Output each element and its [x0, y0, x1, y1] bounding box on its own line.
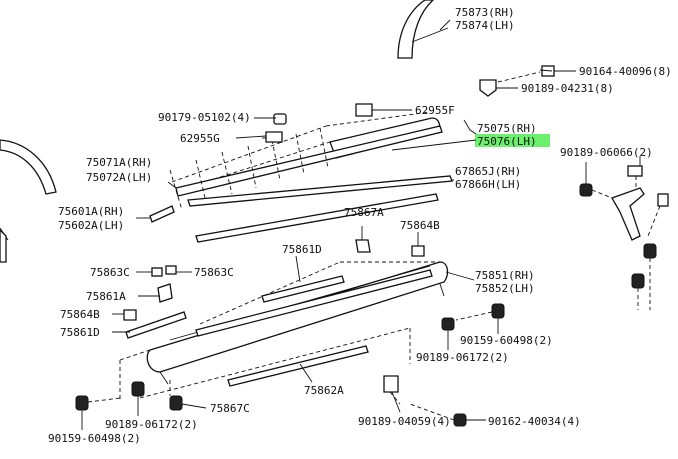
- label-75862A: 75862A: [304, 384, 344, 397]
- label-90189-04231: 90189-04231(8): [521, 82, 614, 95]
- label-90159-right: 90159-60498(2): [460, 334, 553, 347]
- label-90179: 90179-05102(4): [158, 111, 251, 124]
- clip-62955G: [262, 131, 283, 143]
- clip-90162: [409, 403, 467, 427]
- label-75873: 75873(RH): [455, 6, 515, 19]
- label-75861A: 75861A: [86, 290, 126, 303]
- label-62955F: 62955F: [415, 104, 455, 117]
- moulding-75071A: [169, 125, 443, 211]
- label-75864B-left: 75864B: [60, 308, 100, 321]
- label-75864B-top: 75864B: [400, 219, 440, 232]
- strip-67865J: [187, 175, 453, 207]
- label-75863C-left: 75863C: [90, 266, 130, 279]
- label-90159-left: 90159-60498(2): [48, 432, 141, 445]
- label-75861D-left: 75861D: [60, 326, 100, 339]
- label-90189-04059: 90189-04059(4): [358, 415, 451, 428]
- clip-90189-04059: [383, 375, 401, 405]
- bracket-assembly: [579, 156, 669, 310]
- clip-90159-right: [455, 303, 505, 321]
- clip-90189-06172-right: [441, 317, 455, 331]
- label-75602A: 75602A(LH): [58, 219, 124, 232]
- label-75867A: 75867A: [344, 206, 384, 219]
- clip-75867A: [355, 226, 371, 253]
- label-62955G: 62955G: [180, 132, 220, 145]
- highlight-75076: [475, 134, 550, 147]
- clip-75867C: [169, 395, 183, 411]
- label-75874: 75874(LH): [455, 19, 515, 32]
- label-75851: 75851(RH): [475, 269, 535, 282]
- clip-75864B-left: [123, 309, 137, 321]
- label-90162: 90162-40034(4): [488, 415, 581, 428]
- strip-lower: [195, 193, 439, 243]
- left-fender-arc: [0, 139, 57, 263]
- label-75076: 75076(LH): [477, 135, 537, 148]
- clip-75864B-top: [411, 232, 425, 257]
- clip-75863C-right: [165, 265, 177, 275]
- label-67865J: 67865J(RH): [455, 165, 521, 178]
- strip-75861D-top: [261, 275, 345, 303]
- label-75863C-right: 75863C: [194, 266, 234, 279]
- strip-75861D-lower: [195, 269, 433, 337]
- label-67866H: 67866H(LH): [455, 178, 521, 191]
- strip-75862A: [227, 345, 369, 387]
- end-piece-75601A: [149, 205, 175, 223]
- clip-90179: [262, 113, 287, 125]
- label-90189-06172-right: 90189-06172(2): [416, 351, 509, 364]
- clip-62955F: [355, 103, 412, 117]
- clip-90189-06172-left: [131, 381, 145, 397]
- label-75601A: 75601A(RH): [58, 205, 124, 218]
- label-75867C: 75867C: [210, 402, 250, 415]
- fender-liner-part: [397, 0, 451, 59]
- clip-90189-04231: [479, 71, 541, 97]
- strip-75861A: [125, 283, 187, 339]
- label-90164: 90164-40096(8): [579, 65, 672, 78]
- label-75075: 75075(RH): [477, 122, 537, 135]
- label-90189-06066: 90189-06066(2): [560, 146, 653, 159]
- label-75072A: 75072A(LH): [86, 171, 152, 184]
- clip-75863C-left: [151, 267, 163, 277]
- label-75071A: 75071A(RH): [86, 156, 152, 169]
- clip-90159-left: [75, 395, 121, 411]
- label-75861D-top: 75861D: [282, 243, 322, 256]
- label-90189-06172-left: 90189-06172(2): [105, 418, 198, 431]
- label-75852: 75852(LH): [475, 282, 535, 295]
